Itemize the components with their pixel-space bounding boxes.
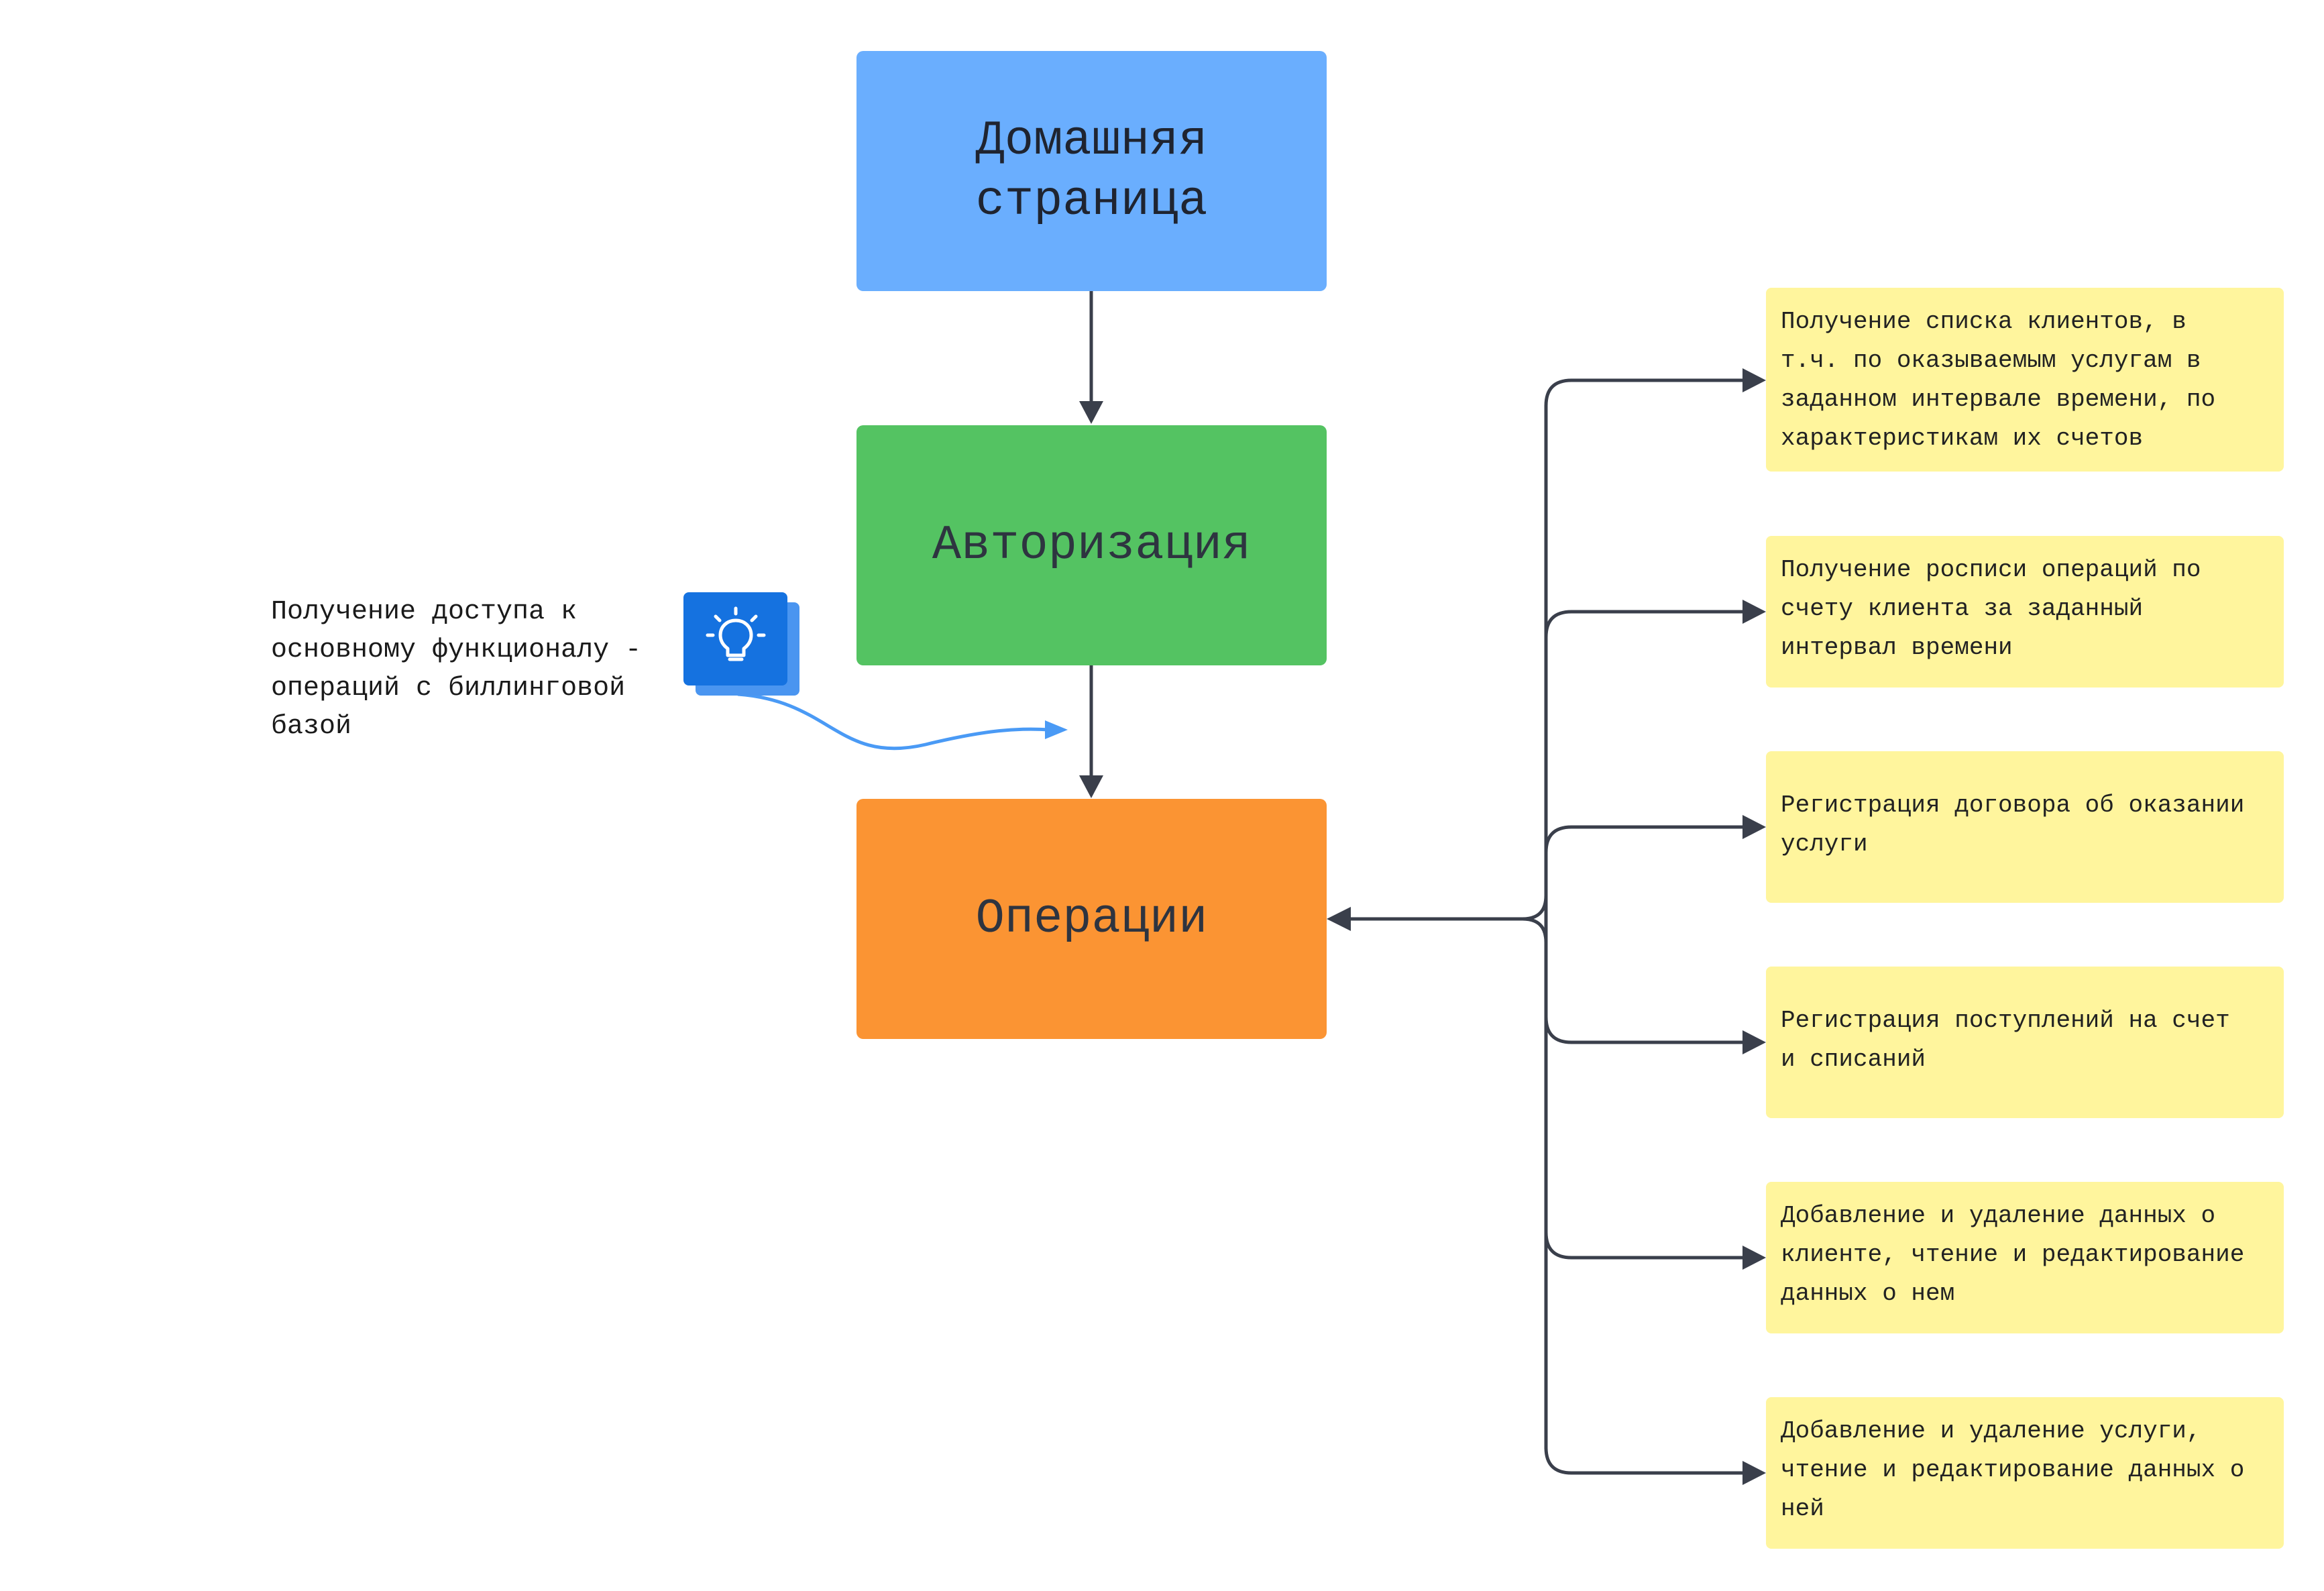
node-authorization[interactable]: Авторизация — [856, 425, 1327, 665]
note-client-list[interactable]: Получение списка клиентов, в т.ч. по ока… — [1766, 288, 2284, 472]
note-payments-registration[interactable]: Регистрация поступлений на счет и списан… — [1766, 967, 2284, 1118]
trunk-join-down — [1522, 917, 1548, 943]
note-client-data-text: Добавление и удаление данных о клиенте, … — [1781, 1202, 2245, 1307]
lightbulb-icon[interactable] — [683, 592, 787, 685]
note-account-statement-text: Получение росписи операций по счету клие… — [1781, 556, 2201, 661]
arrowhead-note-5 — [1742, 1461, 1766, 1485]
note-contract-registration-text: Регистрация договора об оказании услуги — [1781, 791, 2245, 858]
node-home-page[interactable]: Домашняя страница — [856, 51, 1327, 291]
arrowhead-note-2 — [1742, 815, 1766, 839]
arrowhead-trunk-to-ops — [1327, 907, 1351, 931]
note-client-data[interactable]: Добавление и удаление данных о клиенте, … — [1766, 1182, 2284, 1333]
branch-to-note-2 — [1544, 825, 1744, 853]
node-authorization-label: Авторизация — [932, 518, 1252, 573]
branch-to-note-4 — [1544, 1231, 1744, 1260]
arrowhead-note-0 — [1742, 368, 1766, 392]
arrowhead-auth-to-ops — [1079, 775, 1103, 798]
branch-to-note-1 — [1544, 610, 1744, 638]
node-operations-label: Операции — [975, 891, 1208, 946]
arrowhead-note-1 — [1742, 600, 1766, 624]
node-home-page-label: Домашняя страница — [975, 113, 1208, 229]
note-contract-registration[interactable]: Регистрация договора об оказании услуги — [1766, 751, 2284, 903]
note-service-data[interactable]: Добавление и удаление услуги, чтение и р… — [1766, 1397, 2284, 1549]
arrowhead-note-3 — [1742, 1030, 1766, 1054]
branch-to-note-0 — [1544, 378, 1744, 406]
branch-to-note-5 — [1544, 1447, 1744, 1475]
annotation-curve-arrow — [737, 692, 1050, 751]
note-account-statement[interactable]: Получение росписи операций по счету клие… — [1766, 536, 2284, 688]
annotation-text: Получение доступа к основному функционал… — [271, 597, 642, 742]
note-service-data-text: Добавление и удаление услуги, чтение и р… — [1781, 1417, 2245, 1523]
trunk-join-up — [1522, 895, 1548, 921]
note-payments-registration-text: Регистрация поступлений на счет и списан… — [1781, 1007, 2230, 1073]
branch-to-note-3 — [1544, 1016, 1744, 1044]
arrowhead-home-to-auth — [1079, 401, 1103, 424]
annotation-arrowhead — [1045, 720, 1068, 739]
arrowhead-note-4 — [1742, 1246, 1766, 1270]
note-client-list-text: Получение списка клиентов, в т.ч. по ока… — [1781, 308, 2216, 452]
node-operations[interactable]: Операции — [856, 799, 1327, 1039]
lightbulb-glyph — [706, 606, 765, 661]
